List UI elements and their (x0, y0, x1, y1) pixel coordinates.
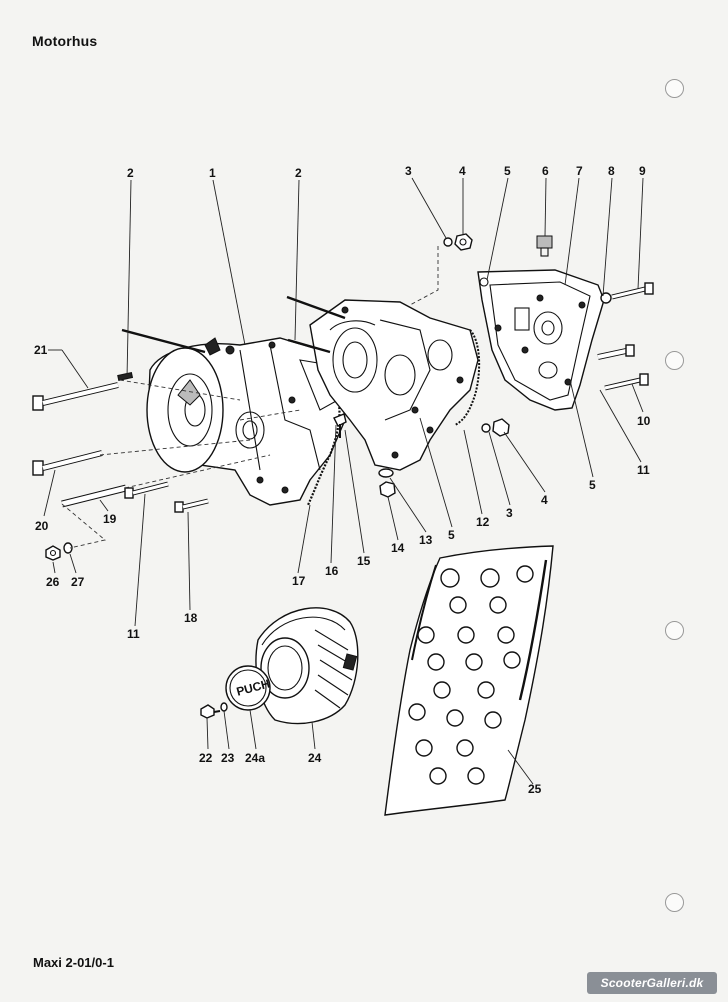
plug-14 (379, 481, 396, 498)
decal-sheet-25 (384, 545, 554, 816)
callout-3-lower: 3 (506, 506, 513, 520)
screw-11-left (124, 481, 169, 499)
binder-hole (665, 79, 684, 98)
callout-9: 9 (639, 164, 646, 178)
callout-2-left: 2 (127, 166, 134, 180)
callout-labels: 2 1 2 3 4 5 6 7 8 9 21 10 11 5 4 3 12 5 … (34, 164, 651, 796)
callout-2-right: 2 (295, 166, 302, 180)
callout-3-top: 3 (405, 164, 412, 178)
stud-19 (61, 484, 127, 508)
callout-6: 6 (542, 164, 549, 178)
callout-11-right: 11 (637, 463, 650, 477)
callout-1: 1 (209, 166, 216, 180)
callout-26: 26 (46, 575, 60, 589)
washer-13 (378, 468, 394, 478)
callout-22: 22 (199, 751, 213, 765)
callout-21: 21 (34, 343, 48, 357)
callout-7: 7 (576, 164, 583, 178)
leader-lines (43, 177, 644, 785)
callout-25: 25 (528, 782, 542, 796)
bolt-9 (600, 282, 654, 304)
right-crankcase-half (309, 299, 481, 471)
callout-23: 23 (221, 751, 235, 765)
callout-4-top: 4 (459, 164, 466, 178)
nut-26 (45, 545, 61, 561)
binder-hole (665, 893, 684, 912)
left-crankcase-half (146, 337, 346, 506)
binder-hole (665, 621, 684, 640)
callout-24: 24 (308, 751, 322, 765)
callout-18: 18 (184, 611, 198, 625)
page-footer: Maxi 2-01/0-1 (33, 955, 114, 970)
callout-11-left: 11 (127, 627, 140, 641)
callout-19: 19 (103, 512, 117, 526)
callout-5-right: 5 (589, 478, 596, 492)
callout-27: 27 (71, 575, 85, 589)
puch-badge-24a: PUCH (225, 665, 271, 711)
callout-24a: 24a (245, 751, 265, 765)
callout-5-top: 5 (504, 164, 511, 178)
callout-16: 16 (325, 564, 339, 578)
screw-18 (174, 498, 209, 513)
callout-4-lower: 4 (541, 493, 548, 507)
page-title: Motorhus (32, 33, 98, 49)
binder-hole (665, 351, 684, 370)
callout-8: 8 (608, 164, 615, 178)
bolt-10 (604, 373, 649, 391)
callout-17: 17 (292, 574, 306, 588)
callout-5-lower: 5 (448, 528, 455, 542)
callout-14: 14 (391, 541, 405, 555)
washer-27 (63, 542, 73, 554)
bolt-20 (32, 450, 103, 476)
watermark-badge: ScooterGalleri.dk (587, 972, 717, 994)
clutch-cover-7 (477, 269, 605, 411)
callout-12: 12 (476, 515, 490, 529)
callout-20: 20 (35, 519, 49, 533)
callout-15: 15 (357, 554, 371, 568)
callout-13: 13 (419, 533, 433, 547)
callout-10: 10 (637, 414, 651, 428)
oil-plug-6 (536, 235, 553, 257)
fan-cover-24 (255, 607, 359, 725)
nut-and-washer-top (443, 233, 473, 251)
bolt-right-mid (597, 344, 635, 360)
bolt-21 (32, 382, 119, 411)
